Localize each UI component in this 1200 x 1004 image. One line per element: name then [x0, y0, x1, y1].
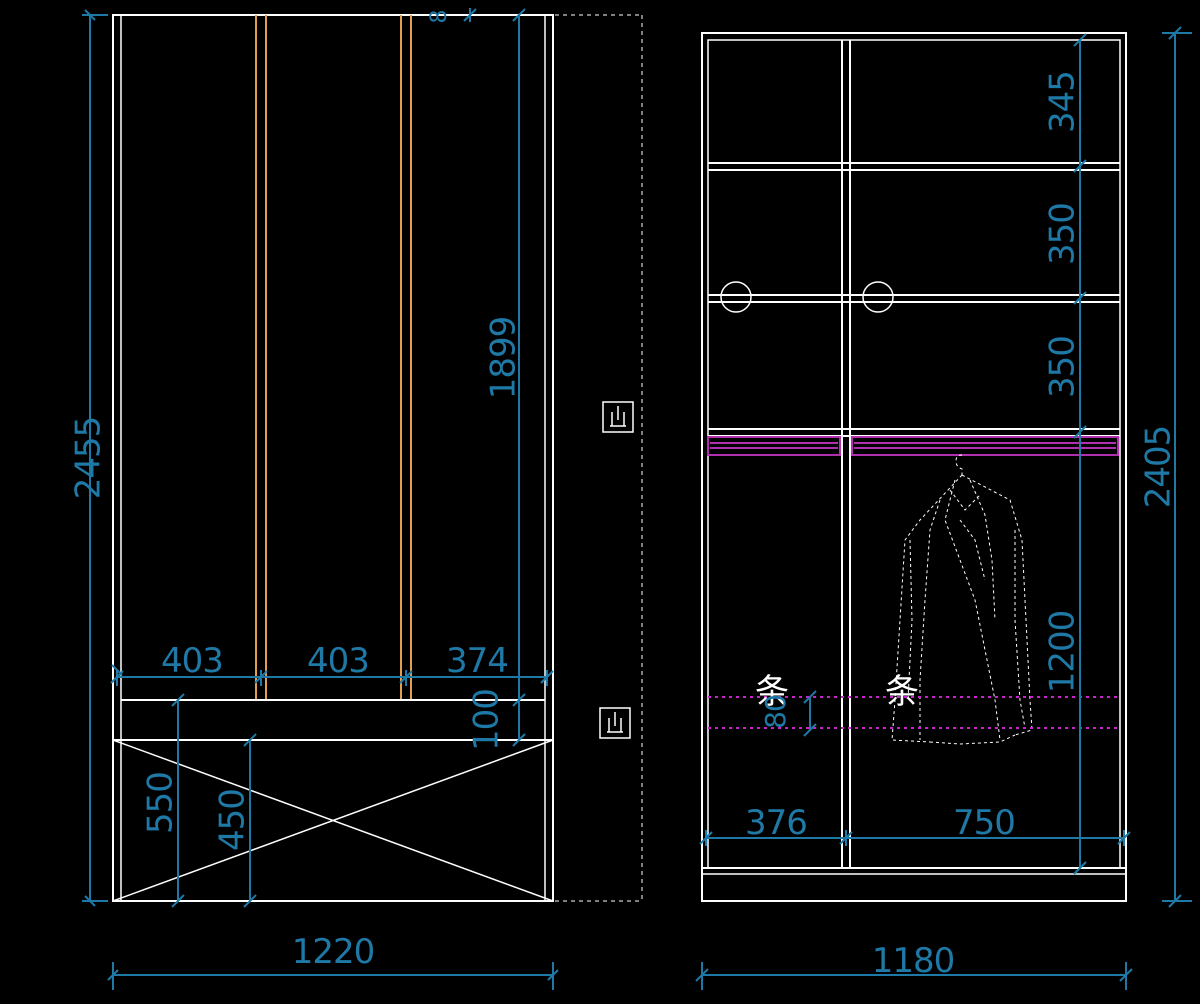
drawer-cross-b — [112, 739, 554, 902]
dim-door-width-2: 403 — [307, 641, 369, 681]
dim-column-2-label: 750 — [953, 803, 1015, 843]
dashed-side-outline — [555, 14, 643, 902]
interior-elevation: 条 条 2405 118 — [695, 26, 1192, 990]
drawer-strip — [708, 696, 1120, 729]
dim-shelf-3-label: 350 — [1043, 336, 1083, 398]
dim-lower-height-label: 550 — [141, 772, 181, 834]
dim-shelf-1-label: 345 — [1043, 71, 1083, 133]
socket-icon — [602, 401, 634, 433]
socket-icon — [599, 707, 631, 739]
dim-door-width-3: 374 — [446, 641, 508, 681]
dim-drawer-height-label: 450 — [213, 789, 253, 851]
dim-hanging-height-label: 1200 — [1043, 611, 1083, 694]
dim-upper-height-label: 1899 — [484, 317, 524, 400]
dim-front-width-label: 1220 — [292, 932, 375, 972]
dim-side-width-label: 1180 — [872, 941, 955, 981]
dim-strip-height-label: 80 — [759, 695, 792, 729]
dim-top-gap-label: 8 — [427, 11, 452, 24]
dim-shelf-2-label: 350 — [1043, 203, 1083, 265]
strip-label-right: 条 — [885, 672, 919, 712]
dim-front-height-label: 2455 — [69, 417, 109, 500]
interior-outer-frame — [701, 32, 1127, 902]
hole-icon — [862, 281, 894, 313]
front-elevation: 2455 1220 403 403 374 1899 8 100 550 450 — [69, 8, 643, 990]
dim-door-width-1: 403 — [161, 641, 223, 681]
hanging-rod — [707, 436, 1119, 456]
door-dividers — [255, 15, 412, 700]
dim-drawer-band-label: 100 — [467, 689, 507, 751]
front-inner-frame — [120, 14, 546, 902]
dim-side-height-label: 2405 — [1139, 426, 1179, 509]
jacket-icon — [891, 454, 1033, 745]
hole-icon — [720, 281, 752, 313]
dim-column-1-label: 376 — [745, 803, 807, 843]
strip-label-left: 条 — [755, 672, 789, 712]
